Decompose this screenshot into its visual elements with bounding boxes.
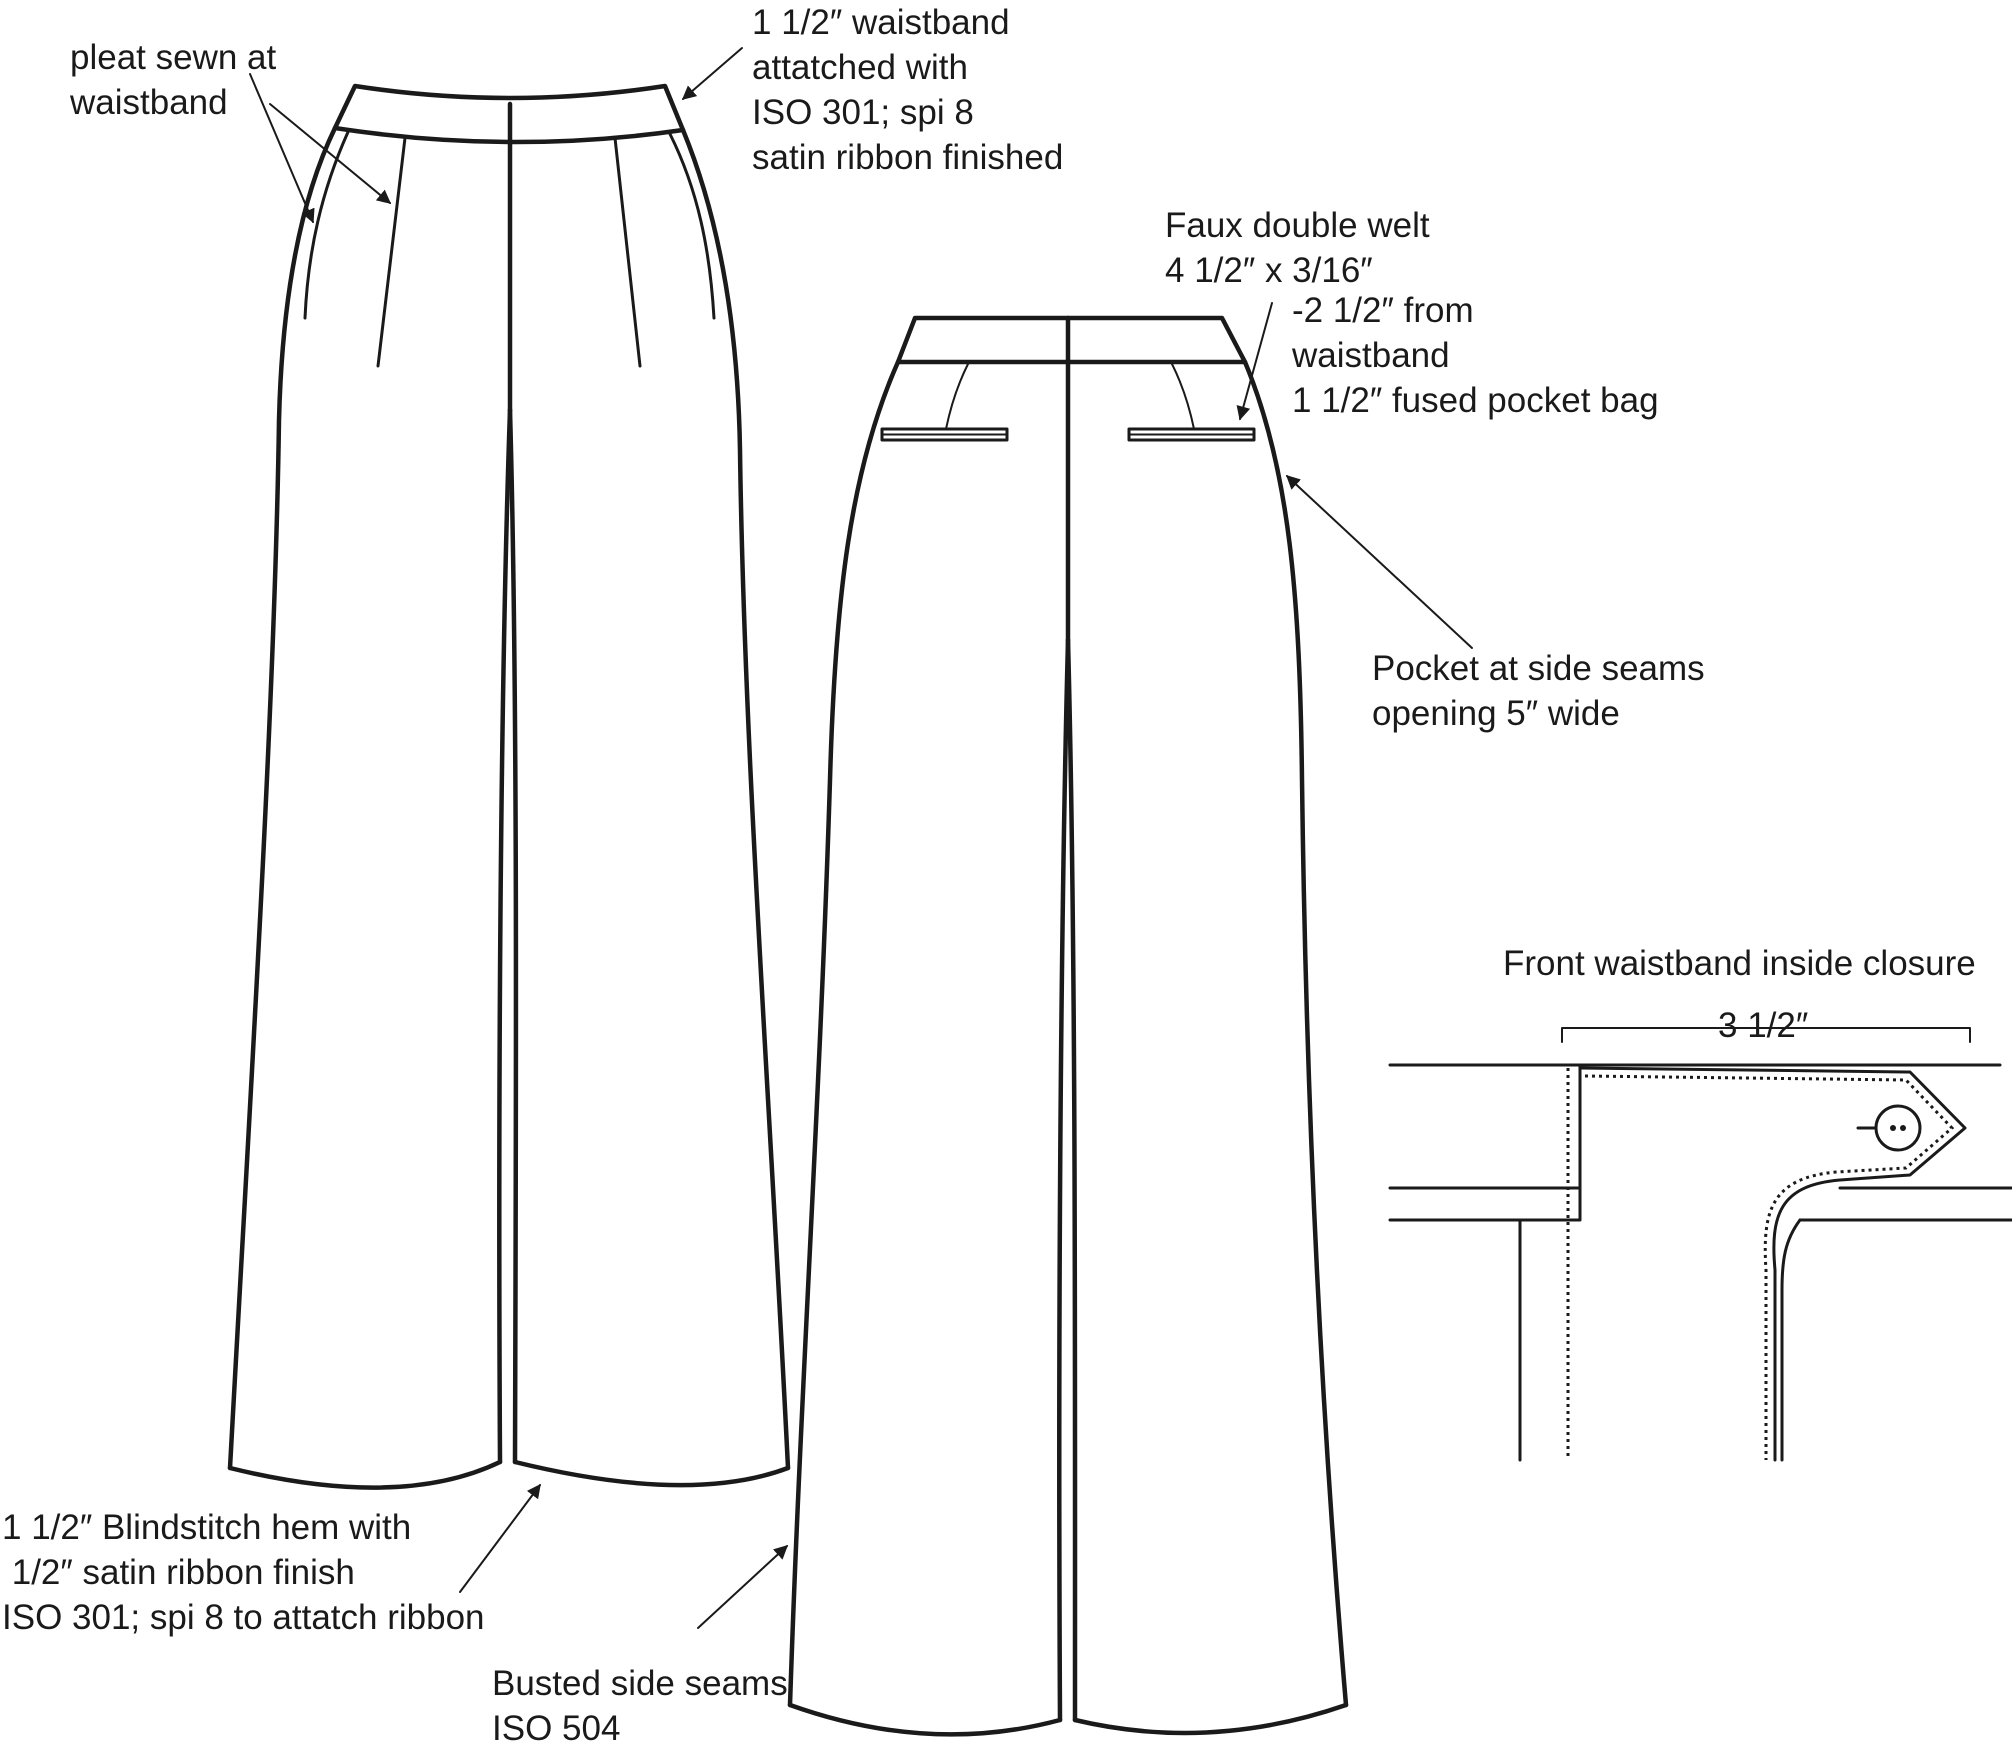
back-left-inseam — [1057, 637, 1071, 1723]
pleat-leader-to-pleat — [269, 103, 392, 204]
front-left-pocket-line — [303, 130, 350, 320]
welt-detail-callout: -2 1/2″ from waistband 1 1/2″ fused pock… — [1292, 291, 1659, 420]
front-left-inseam — [497, 407, 513, 1465]
back-right-dart — [1171, 363, 1195, 430]
front-right-inseam — [507, 407, 519, 1465]
waistband-callout: 1 1/2″ waistband attatched with ISO 301;… — [752, 3, 1064, 177]
side-pocket-leader — [1285, 475, 1473, 649]
hem-leader — [459, 1483, 541, 1593]
side-seam-leader — [697, 1545, 789, 1629]
underlap-panel — [1388, 1186, 1582, 1222]
back-left-hem — [787, 1702, 1063, 1737]
extension-tab — [1578, 1066, 1967, 1462]
waistband-leader — [681, 47, 743, 100]
dimension-bracket — [1561, 1027, 1971, 1043]
trouser-back-view — [787, 315, 1349, 1737]
back-left-dart — [945, 363, 969, 430]
welt-leader — [1236, 302, 1273, 421]
waistband-bottom-edge-right — [1798, 1186, 2012, 1222]
front-left-pleat — [376, 136, 407, 368]
front-right-side-seam — [680, 127, 791, 1471]
pleat-callout: pleat sewn at waistband — [70, 38, 277, 122]
front-right-hem — [512, 1459, 791, 1488]
button-hole-right — [1900, 1125, 1906, 1131]
extension-tab-topstitch — [1584, 1074, 1955, 1460]
back-right-inseam — [1065, 637, 1078, 1723]
front-left-side-seam — [227, 125, 338, 1471]
button-outline — [1874, 1104, 1922, 1152]
front-right-pocket-line — [668, 132, 716, 320]
back-right-hem — [1072, 1702, 1349, 1736]
welt-callout: Faux double welt 4 1/2″ x 3/16″ — [1165, 206, 1430, 290]
trouser-front-view — [227, 83, 791, 1490]
pleat-leader-to-pocket — [249, 73, 315, 224]
front-right-pleat — [613, 136, 642, 368]
closure-detail-title: Front waistband inside closure — [1503, 944, 1976, 983]
button-hole-left — [1890, 1125, 1896, 1131]
callout-leaders — [249, 47, 1473, 1629]
closure-detail-drawing — [1388, 1027, 2012, 1462]
hem-callout: 1 1/2″ Blindstitch hem with 1/2″ satin r… — [2, 1508, 485, 1637]
fly-curve — [1780, 1218, 1802, 1462]
front-left-hem — [227, 1459, 503, 1490]
closure-dimension-label: 3 1/2″ — [1718, 1006, 1809, 1045]
back-waistband-outline — [895, 315, 1248, 365]
back-right-side-seam — [1242, 359, 1349, 1708]
back-left-side-seam — [787, 359, 901, 1708]
side-pocket-callout: Pocket at side seams opening 5″ wide — [1372, 649, 1705, 733]
side-seam-callout: Busted side seams ISO 504 — [492, 1664, 788, 1748]
